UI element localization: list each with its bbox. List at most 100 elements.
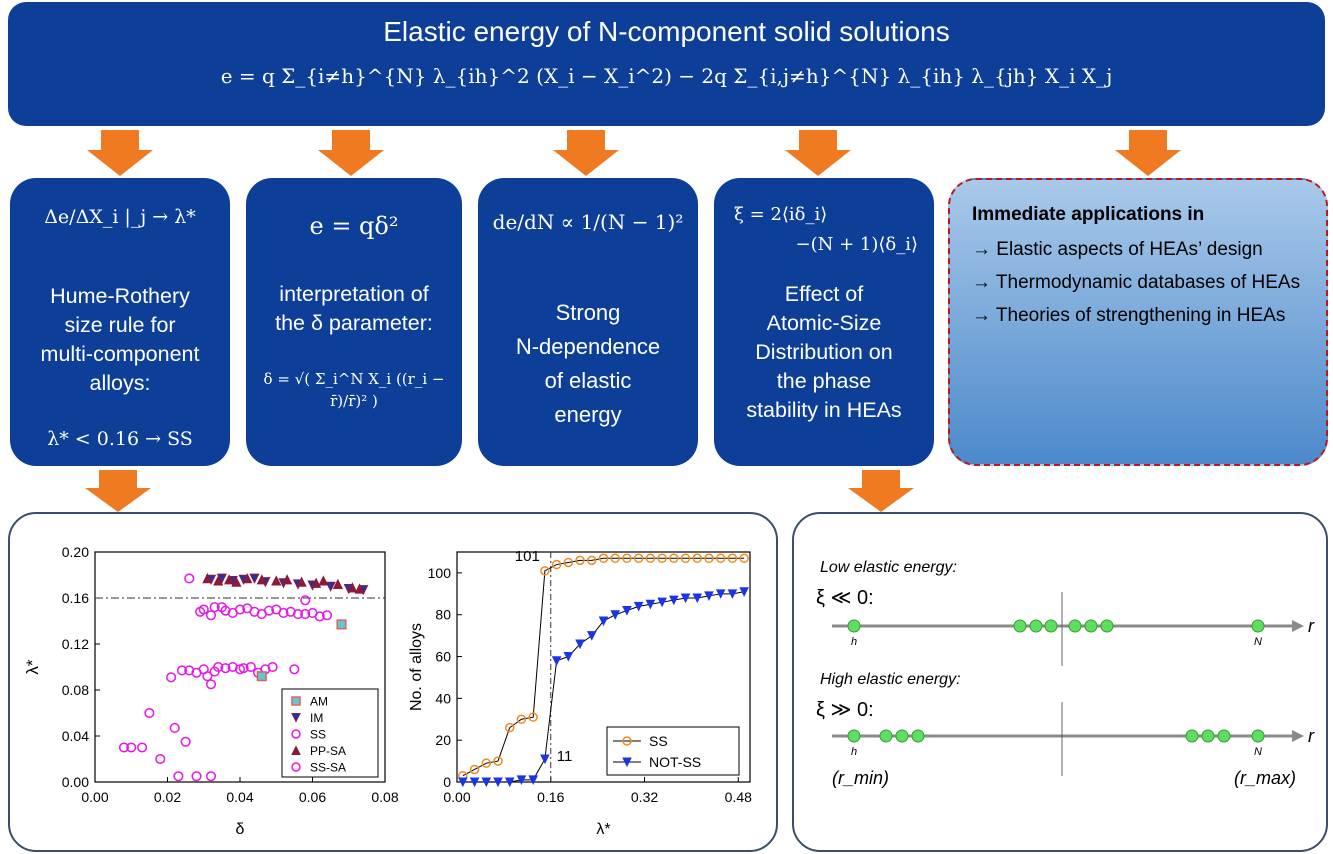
data-point — [332, 578, 343, 589]
data-point — [205, 771, 217, 782]
data-point — [669, 553, 679, 564]
box-text-line: the phase — [776, 369, 872, 393]
data-point — [321, 610, 333, 621]
data-point — [587, 555, 597, 566]
data-point — [347, 582, 358, 593]
box-text: Effect of Atomic-Size Distribution on th… — [720, 280, 928, 425]
end-label: N — [1254, 636, 1262, 648]
legend-label: AM — [310, 695, 328, 709]
box-text-line: multi-component — [40, 342, 200, 366]
applications-box: Immediate applications in → Elastic aspe… — [948, 178, 1328, 466]
data-point — [282, 574, 293, 585]
arrow-down-icon — [848, 470, 914, 512]
data-point — [692, 593, 703, 604]
legend-label: SS — [649, 733, 668, 749]
axis-variable-label: r — [1308, 616, 1315, 636]
box-equation-continuation: −(N + 1)⟨δ_i⟩ — [795, 234, 919, 255]
box-text-line: Atomic-Size — [766, 311, 882, 335]
atom-dot — [1251, 619, 1265, 633]
x-tick-label: 0.04 — [226, 789, 253, 805]
data-point — [645, 599, 656, 610]
data-point — [504, 777, 515, 788]
data-point — [715, 589, 726, 599]
data-point — [180, 736, 191, 747]
arrow-down-icon — [318, 130, 384, 176]
data-point — [575, 639, 585, 650]
data-point — [622, 553, 632, 564]
y-tick-label: 60 — [435, 649, 451, 665]
atom-dot — [847, 619, 861, 633]
data-point — [504, 722, 515, 733]
data-point — [256, 574, 267, 585]
y-tick-label: 0.12 — [62, 636, 89, 652]
data-point — [202, 671, 213, 682]
data-point — [155, 753, 166, 765]
data-point — [354, 583, 365, 594]
data-point — [598, 616, 609, 627]
legend-marker — [291, 696, 301, 706]
atom-dot — [1084, 619, 1098, 633]
data-point — [680, 593, 691, 604]
data-point — [242, 573, 253, 584]
data-point — [238, 663, 249, 674]
data-point — [528, 775, 538, 786]
data-point — [118, 742, 130, 753]
data-point — [540, 566, 550, 576]
y-tick-label: 100 — [428, 565, 452, 581]
arrow-down-icon — [1115, 130, 1181, 176]
legend-marker — [291, 745, 301, 755]
data-point — [202, 573, 213, 584]
data-point — [245, 661, 256, 673]
data-point — [598, 553, 609, 564]
box-equation: Δe/ΔX_i |_j → λ* — [44, 206, 196, 228]
box-text-line: Strong — [555, 300, 621, 325]
application-item: → Thermodynamic databases of HEAs — [972, 272, 1301, 293]
y-tick-label: 20 — [435, 732, 451, 748]
arrow-down-icon — [87, 130, 153, 176]
legend-box — [606, 726, 740, 776]
low-energy-label: Low elastic energy: — [820, 559, 957, 576]
box-text-line: interpretation of — [279, 282, 429, 306]
data-point — [220, 605, 231, 616]
data-point — [575, 555, 585, 566]
box-text-line: stability in HEAs — [746, 398, 902, 422]
data-point — [292, 609, 304, 620]
data-point — [311, 577, 322, 588]
box-footer: λ* < 0.16 → SS — [47, 428, 193, 450]
data-point — [300, 609, 311, 620]
atom-dot — [1217, 729, 1231, 743]
box-text-line: Effect of — [784, 282, 864, 306]
atom-dot — [1013, 619, 1027, 633]
data-point — [622, 606, 632, 616]
data-point — [220, 663, 231, 674]
end-label: N — [1254, 746, 1262, 758]
data-point — [540, 754, 550, 765]
header-equation: e = q Σ_{i≠h}^{N} λ_{ih}^2 (X_i − X_i^2)… — [220, 64, 1113, 88]
atom-dot — [895, 729, 909, 743]
box-text-line: alloys: — [89, 371, 151, 395]
data-point — [516, 714, 527, 725]
x-tick-label: 0.48 — [725, 789, 752, 805]
data-point — [144, 707, 155, 719]
box-equation: de/dN ∝ 1/(N − 1)² — [492, 210, 684, 234]
atom-dot — [1201, 729, 1215, 743]
arrow-down-icon — [85, 470, 151, 512]
data-point — [458, 777, 468, 788]
data-point — [551, 656, 562, 666]
header-title: Elastic energy of N-component solid solu… — [383, 16, 950, 47]
y-tick-label: 0.00 — [62, 774, 89, 790]
box-text-line: N-dependence — [515, 334, 661, 359]
y-axis-label: No. of alloys — [408, 623, 425, 711]
data-point — [528, 712, 538, 722]
atom-dot — [1100, 619, 1114, 633]
x-tick-label: 0.16 — [537, 789, 564, 805]
data-point — [633, 553, 644, 564]
arrow-down-icon — [553, 130, 619, 176]
legend-label: SS — [310, 728, 326, 742]
x-axis-label: λ* — [596, 821, 610, 838]
x-axis-label: δ — [236, 821, 245, 838]
annotation-label: 101 — [515, 548, 540, 565]
x-tick-label: 0.02 — [154, 789, 181, 805]
